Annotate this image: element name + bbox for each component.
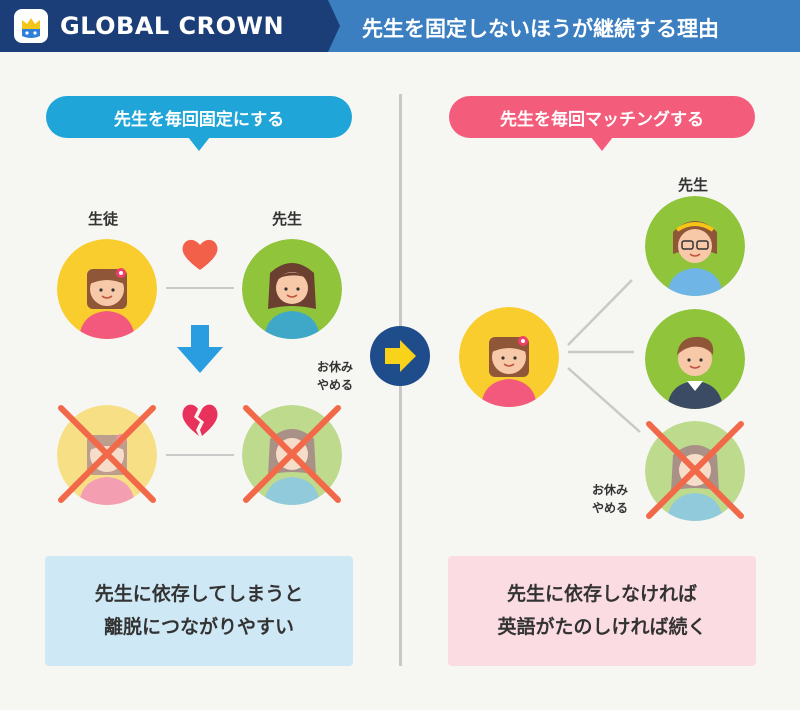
cross-icon — [646, 421, 744, 519]
cross-icon — [243, 405, 341, 503]
student-avatar-right — [459, 307, 559, 407]
teacher-avatar-left — [242, 239, 342, 339]
cross-icon — [58, 405, 156, 503]
heart-icon — [182, 239, 218, 270]
crown-logo-icon — [14, 9, 48, 43]
teacher-label-right: 先生 — [678, 176, 709, 194]
brand-name: GLOBAL CROWN — [60, 12, 285, 40]
broken-heart-icon — [182, 404, 218, 436]
teacher-avatar-male — [645, 309, 745, 409]
page-title: 先生を固定しないほうが継続する理由 — [362, 17, 719, 41]
left-heading-bubble: 先生を毎回固定にする — [46, 96, 352, 138]
absent-label-left: お休み やめる — [316, 360, 353, 392]
teacher-label-left: 先生 — [272, 210, 303, 228]
student-avatar — [57, 239, 157, 339]
left-result-line2: 離脱につながりやすい — [103, 616, 294, 638]
right-result-line2: 英語がたのしければ続く — [497, 616, 707, 638]
teacher-avatar-glasses — [645, 196, 745, 296]
down-arrow-icon — [177, 325, 223, 373]
header-bar: GLOBAL CROWN 先生を固定しないほうが継続する理由 — [0, 0, 800, 52]
right-result-line1: 先生に依存しなければ — [506, 583, 697, 605]
left-result-line1: 先生に依存してしまうと — [94, 583, 304, 605]
brand-area: GLOBAL CROWN — [0, 0, 340, 52]
student-label: 生徒 — [88, 210, 119, 228]
left-result-box: 先生に依存してしまうと 離脱につながりやすい — [45, 556, 353, 666]
right-result-box: 先生に依存しなければ 英語がたのしければ続く — [448, 556, 756, 666]
right-arrow-icon — [370, 326, 430, 386]
right-heading-bubble: 先生を毎回マッチングする — [449, 96, 755, 138]
absent-label-right: お休み やめる — [591, 483, 628, 515]
